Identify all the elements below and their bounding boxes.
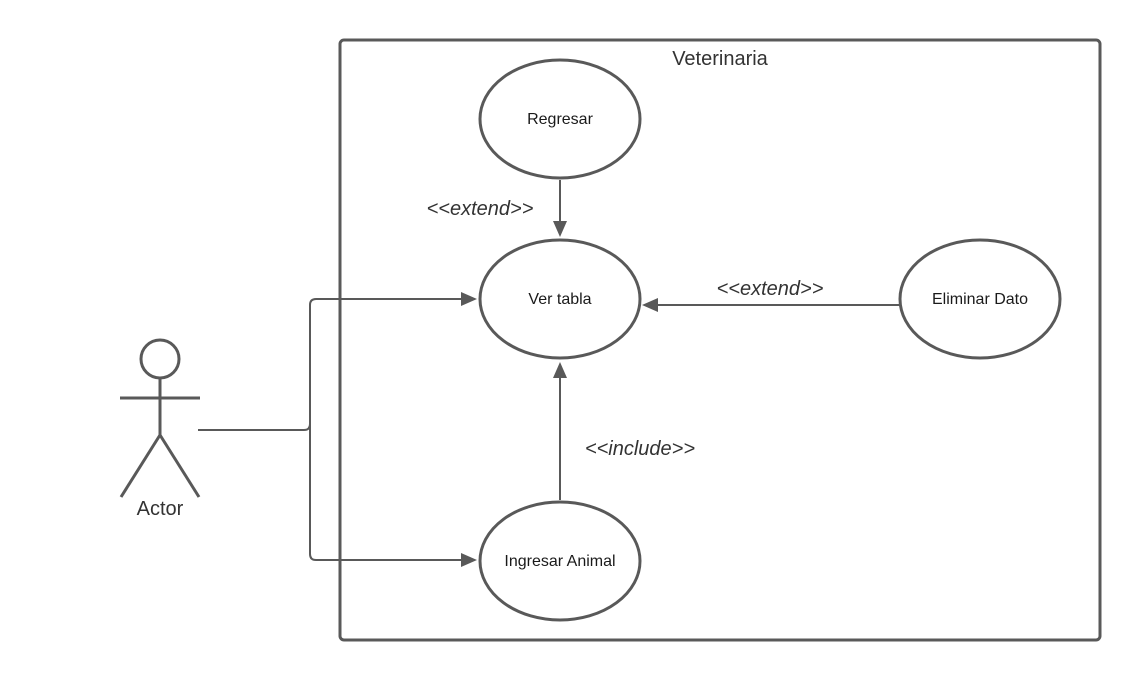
system-boundary <box>338 38 1102 642</box>
arrowhead-to-ver-tabla <box>461 292 477 306</box>
use-case-eliminar-dato[interactable] <box>898 238 1062 360</box>
actor-association-line <box>198 298 462 431</box>
extend-label-regresar: <<extend>> <box>427 198 534 220</box>
system-title: Veterinaria <box>672 48 768 70</box>
actor-figure <box>119 338 201 498</box>
arrowhead-extend-regresar <box>553 221 567 237</box>
include-label-ingresar: <<include>> <box>585 438 695 460</box>
use-case-ingresar-animal-label: Ingresar Animal <box>504 553 615 570</box>
actor-left-leg <box>119 434 162 498</box>
use-case-ver-tabla-label: Ver tabla <box>528 291 591 308</box>
actor-head <box>139 338 181 380</box>
actor-label: Actor <box>137 498 184 520</box>
use-case-regresar-label: Regresar <box>527 111 593 128</box>
arrowhead-extend-eliminar <box>642 298 658 312</box>
extend-label-eliminar: <<extend>> <box>717 278 824 300</box>
use-case-eliminar-dato-label: Eliminar Dato <box>932 291 1028 308</box>
use-case-regresar[interactable] <box>478 58 642 180</box>
use-case-ver-tabla[interactable] <box>478 238 642 360</box>
actor-association-line-ingresar <box>309 424 462 561</box>
actor-right-leg <box>158 434 201 498</box>
use-case-ingresar-animal[interactable] <box>478 500 642 622</box>
arrowhead-to-ingresar-animal <box>461 553 477 567</box>
arrowhead-include-ingresar <box>553 362 567 378</box>
